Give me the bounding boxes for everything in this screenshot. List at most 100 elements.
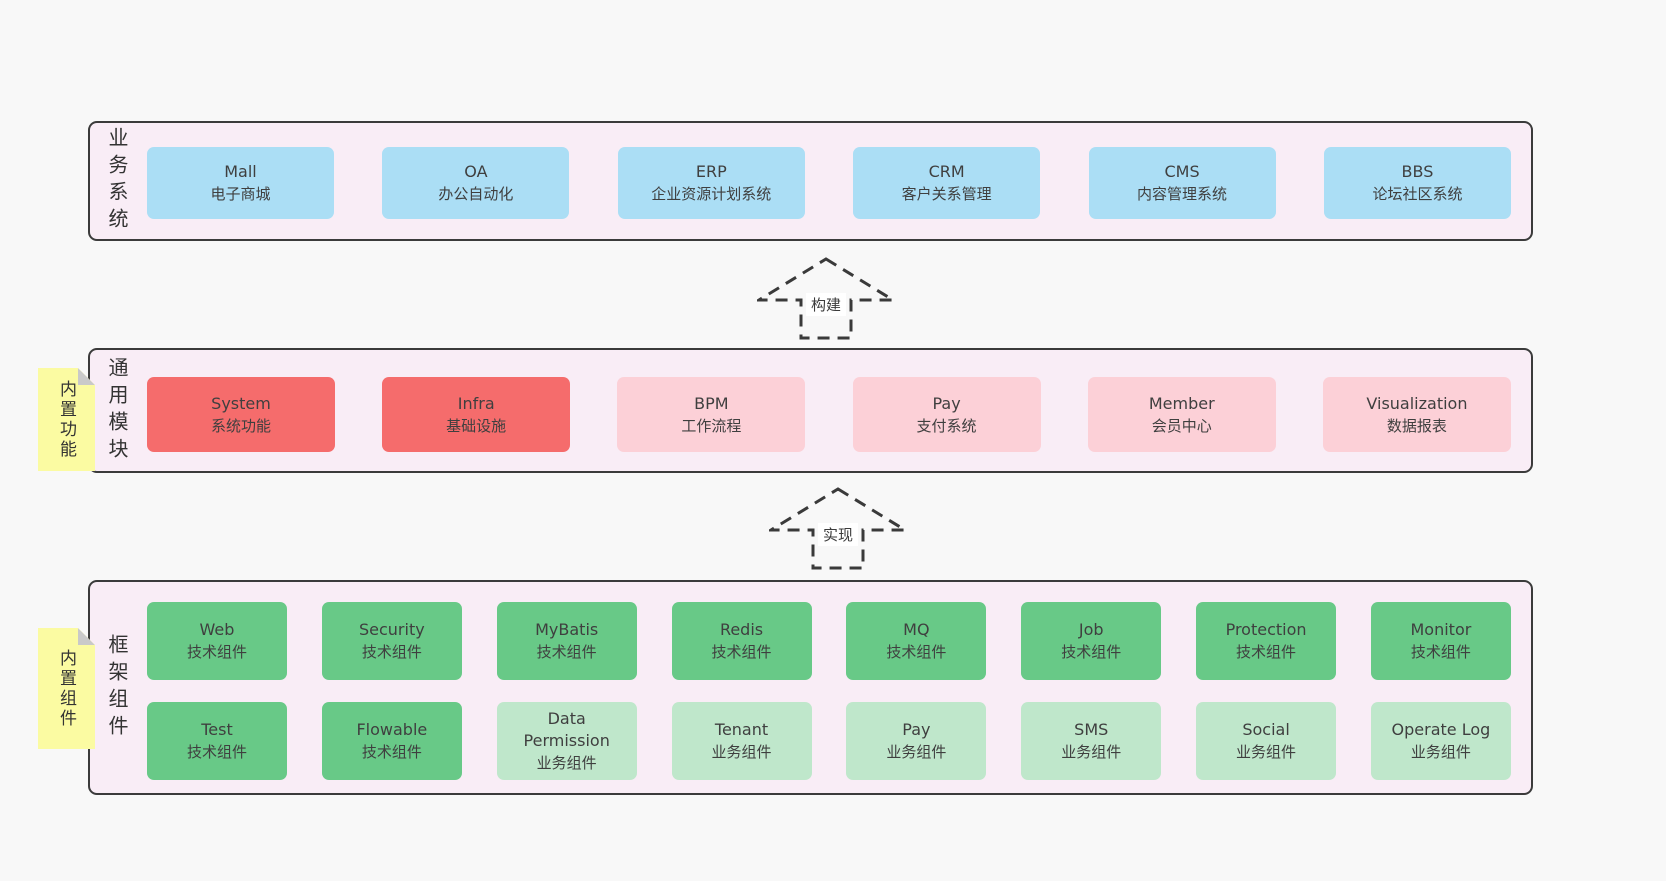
box-title: OA <box>464 162 488 181</box>
implement-arrow-label: 实现 <box>817 523 859 546</box>
box-title: Job <box>1078 620 1104 639</box>
box-system: System 系统功能 <box>147 377 335 452</box>
box-subtitle: 业务组件 <box>1410 743 1471 761</box>
dashed-up-arrow-icon <box>757 257 895 340</box>
box-subtitle: 电子商城 <box>210 185 271 203</box>
box-protection: Protection 技术组件 <box>1196 602 1337 680</box>
box-flowable: Flowable 技术组件 <box>321 702 462 780</box>
box-job: Job 技术组件 <box>1021 602 1162 680</box>
box-cms: CMS 内容管理系统 <box>1088 147 1276 219</box>
box-test: Test 技术组件 <box>147 702 287 780</box>
box-mall: Mall 电子商城 <box>147 147 334 219</box>
box-title: Security <box>358 620 425 639</box>
box-visualization: Visualization 数据报表 <box>1322 377 1511 452</box>
box-title: ERP <box>695 162 727 181</box>
box-title: CMS <box>1164 162 1200 181</box>
dashed-up-arrow-icon <box>769 487 907 570</box>
box-infra: Infra 基础设施 <box>382 377 571 452</box>
box-subtitle: 企业资源计划系统 <box>651 185 772 203</box>
box-subtitle: 技术组件 <box>186 643 247 661</box>
box-title: Web <box>199 620 235 639</box>
box-subtitle: 会员中心 <box>1151 416 1212 435</box>
box-mq: MQ 技术组件 <box>846 602 987 680</box>
box-title: Redis <box>719 620 764 639</box>
box-pay-component: Pay 业务组件 <box>846 702 987 780</box>
box-subtitle: 客户关系管理 <box>901 185 992 203</box>
box-title: Monitor <box>1410 620 1472 639</box>
box-title: Pay <box>902 720 931 739</box>
box-subtitle: 业务组件 <box>711 743 772 761</box>
box-title: MyBatis <box>535 620 599 639</box>
box-title: BBS <box>1401 162 1434 181</box>
box-web: Web 技术组件 <box>147 602 287 680</box>
box-title: Flowable <box>356 720 428 739</box>
box-title: CRM <box>928 162 965 181</box>
sticky-label: 内置功能 <box>56 379 76 460</box>
box-subtitle: 业务组件 <box>1061 743 1122 761</box>
box-subtitle: 系统功能 <box>210 416 271 435</box>
layer-components-label: 框架组件 <box>105 633 129 742</box>
implement-arrow: 实现 <box>769 487 907 571</box>
box-title: Infra <box>457 393 495 413</box>
box-subtitle: 技术组件 <box>886 643 947 661</box>
box-tenant: Tenant 业务组件 <box>671 702 812 780</box>
box-title: BPM <box>694 393 729 413</box>
box-sms: SMS 业务组件 <box>1021 702 1162 780</box>
box-title: Protection <box>1225 620 1307 639</box>
box-subtitle: 技术组件 <box>711 643 772 661</box>
box-title: System <box>211 393 271 413</box>
box-security: Security 技术组件 <box>321 602 462 680</box>
components-box-row-1: Web 技术组件 Security 技术组件 MyBatis 技术组件 Redi… <box>147 602 1511 680</box>
layer-business-systems: 业务系统 Mall 电子商城 OA 办公自动化 ERP 企业资源计划系统 CRM… <box>88 121 1533 241</box>
box-subtitle: 支付系统 <box>916 416 977 435</box>
box-subtitle: 技术组件 <box>361 743 422 761</box>
business-box-row: Mall 电子商城 OA 办公自动化 ERP 企业资源计划系统 CRM 客户关系… <box>147 147 1511 219</box>
sticky-note-builtin-components: 内置组件 <box>38 628 95 749</box>
sticky-note-builtin-features: 内置功能 <box>38 368 95 471</box>
layer-common-modules: 通用模块 System 系统功能 Infra 基础设施 BPM 工作流程 Pay… <box>88 348 1533 473</box>
box-bpm: BPM 工作流程 <box>617 377 806 452</box>
box-subtitle: 技术组件 <box>186 743 247 761</box>
box-title: Member <box>1148 393 1215 413</box>
box-mybatis: MyBatis 技术组件 <box>496 602 637 680</box>
box-title: Mall <box>224 162 257 181</box>
box-crm: CRM 客户关系管理 <box>853 147 1041 219</box>
modules-box-row: System 系统功能 Infra 基础设施 BPM 工作流程 Pay 支付系统… <box>147 377 1511 452</box>
box-subtitle: 技术组件 <box>1236 643 1297 661</box>
box-subtitle: 基础设施 <box>446 416 507 435</box>
box-title: Visualization <box>1366 393 1468 413</box>
box-oa: OA 办公自动化 <box>382 147 570 219</box>
box-title: Data Permission <box>523 709 610 750</box>
box-erp: ERP 企业资源计划系统 <box>617 147 805 219</box>
box-subtitle: 业务组件 <box>536 754 597 772</box>
box-subtitle: 工作流程 <box>681 416 742 435</box>
box-bbs: BBS 论坛社区系统 <box>1323 147 1511 219</box>
layer-framework-components: 框架组件 Web 技术组件 Security 技术组件 MyBatis 技术组件… <box>88 580 1533 795</box>
box-social: Social 业务组件 <box>1196 702 1337 780</box>
box-monitor: Monitor 技术组件 <box>1370 602 1511 680</box>
box-subtitle: 业务组件 <box>886 743 947 761</box>
sticky-label: 内置组件 <box>56 648 76 729</box>
box-subtitle: 办公自动化 <box>438 185 514 203</box>
components-box-row-2: Test 技术组件 Flowable 技术组件 Data Permission … <box>147 702 1511 780</box>
build-arrow-label: 构建 <box>805 293 847 316</box>
box-subtitle: 技术组件 <box>1061 643 1122 661</box>
box-title: SMS <box>1074 720 1109 739</box>
build-arrow: 构建 <box>757 257 895 341</box>
box-redis: Redis 技术组件 <box>671 602 812 680</box>
box-member: Member 会员中心 <box>1087 377 1276 452</box>
layer-business-label: 业务系统 <box>105 127 129 235</box>
box-subtitle: 技术组件 <box>536 643 597 661</box>
box-title: MQ <box>903 620 930 639</box>
box-subtitle: 业务组件 <box>1236 743 1297 761</box>
box-title: Social <box>1242 720 1290 739</box>
box-data-permission: Data Permission 业务组件 <box>496 702 637 780</box>
layer-modules-label: 通用模块 <box>105 356 129 465</box>
box-title: Tenant <box>714 720 769 739</box>
box-subtitle: 数据报表 <box>1386 416 1447 435</box>
box-title: Operate Log <box>1391 720 1491 739</box>
box-operate-log: Operate Log 业务组件 <box>1370 702 1511 780</box>
box-subtitle: 技术组件 <box>1410 643 1471 661</box>
box-title: Pay <box>932 393 961 413</box>
